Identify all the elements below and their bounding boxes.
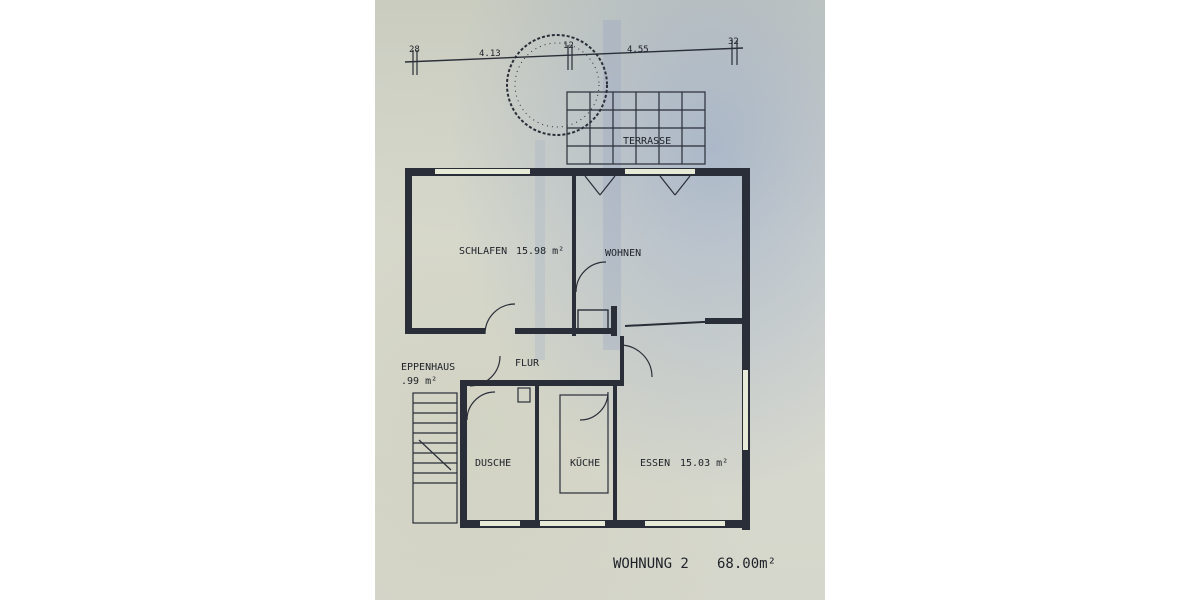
- floor-plan-photo: 28 4.13 12 4.55 32 TERRASSE: [375, 0, 825, 600]
- wall-kueche-essen: [613, 386, 617, 520]
- apartment-area: 68.00m²: [717, 556, 776, 572]
- staircase: [412, 392, 458, 524]
- wall-flur-south: [460, 380, 620, 386]
- tree-symbol: [506, 34, 608, 136]
- stain-streak: [535, 140, 545, 360]
- label-terrasse: TERRASSE: [623, 136, 671, 147]
- wall-schlafen-south-1: [405, 328, 485, 334]
- chimney-wall: [611, 306, 617, 336]
- wall-dusche-kueche: [535, 386, 539, 520]
- label-essen: ESSEN: [640, 458, 670, 469]
- wall-north: [405, 168, 750, 176]
- stain-streak: [603, 20, 621, 350]
- wall-west: [405, 168, 412, 330]
- wall-schlafen-south-2: [515, 328, 611, 334]
- terrace-door-1: [584, 175, 616, 196]
- shaft: [517, 387, 531, 403]
- terrace-door-2: [659, 175, 691, 196]
- door-flur-west: [469, 355, 501, 387]
- window-south-1: [480, 521, 520, 526]
- tree-symbol-inner: [514, 42, 600, 128]
- window-south-3: [645, 521, 725, 526]
- door-kueche: [579, 391, 609, 421]
- label-schlafen: SCHLAFEN: [459, 246, 507, 257]
- dim-right: 32: [728, 37, 739, 47]
- dim-left: 28: [409, 45, 420, 55]
- wall-schlafen-wohnen: [572, 176, 576, 336]
- dim-a: 4.13: [479, 49, 501, 59]
- dim-b: 4.55: [627, 45, 649, 55]
- label-treppenhaus-area: .99 m²: [401, 376, 437, 387]
- label-dusche: DUSCHE: [475, 458, 511, 469]
- chimney: [577, 309, 609, 331]
- door-schlafen: [484, 303, 516, 335]
- window-north-2: [625, 169, 695, 174]
- apartment-label: WOHNUNG 2: [613, 556, 689, 572]
- label-schlafen-area: 15.98 m²: [516, 246, 564, 257]
- label-essen-area: 15.03 m²: [680, 458, 728, 469]
- label-wohnen: WOHNEN: [605, 248, 641, 259]
- wall-east: [742, 168, 750, 530]
- dim-mid: 12: [563, 41, 574, 51]
- door-dusche: [466, 391, 496, 421]
- wall-essen-north-stub: [705, 318, 742, 324]
- label-flur: FLUR: [515, 358, 540, 369]
- floor-plan-drawing: 28 4.13 12 4.55 32 TERRASSE: [401, 20, 776, 572]
- wall-flur-east: [620, 336, 624, 386]
- terrace-grid: [566, 91, 706, 165]
- window-south-2: [540, 521, 605, 526]
- door-essen: [619, 344, 653, 378]
- wall-dusche-west: [460, 385, 467, 528]
- dimension-line: [404, 47, 744, 63]
- window-north-1: [435, 169, 530, 174]
- label-treppenhaus: EPPENHAUS: [401, 362, 455, 373]
- label-kueche: KÜCHE: [570, 456, 600, 469]
- door-wohnen: [575, 261, 607, 293]
- window-east: [743, 370, 748, 450]
- kitchen-counter: [559, 394, 609, 494]
